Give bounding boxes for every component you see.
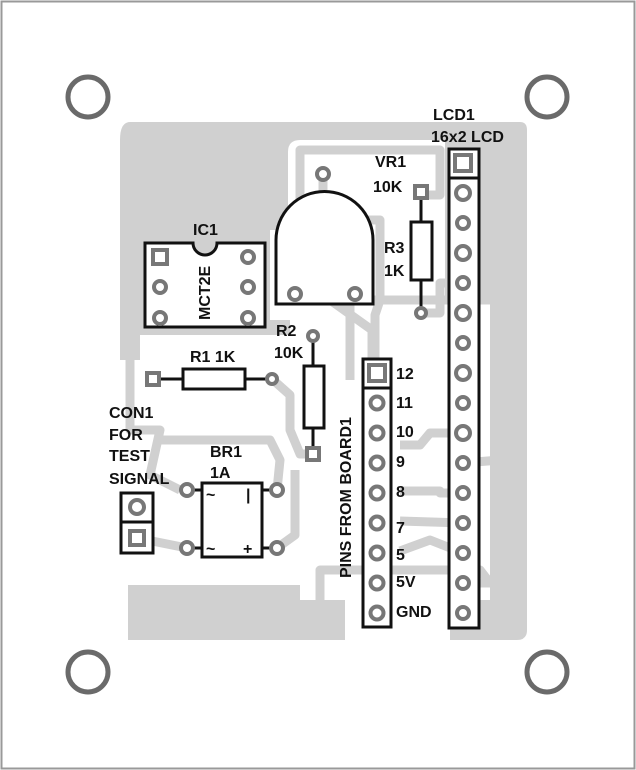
lcd-pin-1-pad [453, 153, 473, 173]
header-pin-pad [368, 544, 386, 562]
lcd-ref: LCD1 [433, 107, 475, 124]
br1-ref: BR1 [210, 444, 242, 461]
mounting-hole [524, 74, 570, 120]
lcd-pin-pad [455, 545, 471, 561]
header-pin-pad [368, 574, 386, 592]
mounting-hole [524, 649, 570, 695]
lcd-pin-pad [455, 335, 471, 351]
br1-negative-mark: | [246, 487, 250, 504]
header-pin-label: 5 [396, 547, 405, 564]
lcd-pin-pad [454, 304, 472, 322]
lcd-pin-pad [455, 485, 471, 501]
br1-value: 1A [210, 465, 231, 482]
lcd-pin-pad [455, 275, 471, 291]
header-title: PINS FROM BOARD1 [338, 417, 355, 578]
header-pin-pad [368, 394, 386, 412]
board1-header: PINS FROM BOARD1 12 11 10 9 8 7 5 5V GND [338, 357, 432, 629]
header-pin-pad [368, 424, 386, 442]
r2-resistor: R2 10K [274, 323, 326, 462]
lcd-pin-pad [455, 575, 471, 591]
br1-ac-mark: ~ [206, 541, 215, 558]
lcd-pin-pad [455, 395, 471, 411]
lcd-pin-pad [454, 184, 472, 202]
header-pin-label: 7 [396, 520, 405, 537]
lcd-pin-pad [455, 455, 471, 471]
header-pin-pad [368, 484, 386, 502]
ic1-optocoupler: IC1 MCT2E [143, 222, 267, 329]
lcd-pin-pad [454, 424, 472, 442]
header-pin-1-pad [367, 363, 387, 383]
header-pin-pad [368, 454, 386, 472]
con1-connector: CON1 FOR TEST SIGNAL [109, 405, 170, 555]
ic1-value: MCT2E [197, 265, 214, 320]
con1-label-line: FOR [109, 427, 143, 444]
header-pin-label: 12 [396, 366, 414, 383]
r3-resistor: R3 1K [384, 184, 434, 320]
con1-label-line: TEST [109, 448, 150, 465]
ic1-ref: IC1 [193, 222, 218, 239]
vr1-potentiometer: VR1 10K [274, 154, 406, 306]
con1-label-line: CON1 [109, 405, 154, 422]
header-pin-label: 9 [396, 454, 405, 471]
r3-value: 1K [384, 263, 405, 280]
lcd-value: 16x2 LCD [431, 129, 504, 146]
header-pin-pad [368, 514, 386, 532]
br1-positive-mark: + [243, 541, 252, 558]
r2-value: 10K [274, 345, 304, 362]
lcd-pin-pad [454, 364, 472, 382]
lcd-pin-pad [454, 244, 472, 262]
vr1-ref: VR1 [375, 154, 406, 171]
vr1-value: 10K [373, 179, 403, 196]
lcd-header: LCD1 16x2 LCD [431, 107, 504, 630]
br1-bridge-rectifier: ~ ~ | + BR1 1A [179, 444, 285, 559]
mounting-hole [65, 649, 111, 695]
header-pin-label: 5V [396, 574, 416, 591]
lcd-pin-pad [455, 515, 471, 531]
r1-label: R1 1K [190, 349, 236, 366]
mounting-hole [65, 74, 111, 120]
header-pin-pad [368, 604, 386, 622]
con1-label-line: SIGNAL [109, 471, 170, 488]
lcd-pin-pad [455, 215, 471, 231]
lcd-pin-pad [455, 605, 471, 621]
header-pin-label: 8 [396, 484, 405, 501]
r3-ref: R3 [384, 240, 405, 257]
header-pin-label: 11 [396, 395, 413, 412]
r1-resistor: R1 1K [145, 349, 279, 391]
br1-ac-mark: ~ [206, 487, 215, 504]
header-pin-label: GND [396, 604, 432, 621]
header-pin-label: 10 [396, 424, 414, 441]
r2-ref: R2 [276, 323, 297, 340]
